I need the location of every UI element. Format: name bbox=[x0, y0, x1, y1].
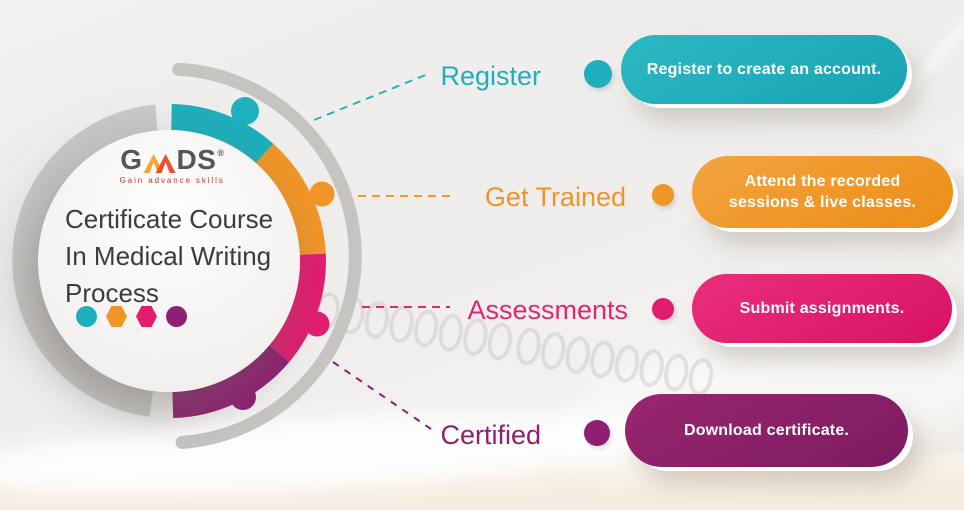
ring-segment-assessments bbox=[269, 253, 326, 362]
legend-hex-get-trained bbox=[106, 306, 127, 327]
ring-segment-certified bbox=[172, 345, 290, 418]
course-title-line-2: In Medical Writing bbox=[65, 241, 272, 271]
ring-segment-register bbox=[170, 104, 274, 164]
connector-register bbox=[313, 73, 429, 121]
step-label-register: Register bbox=[440, 61, 541, 91]
ring-segment-get-trained bbox=[255, 143, 326, 256]
hero-circle: G DS ® Gain advance skills Certificate C… bbox=[38, 130, 300, 392]
course-title-line-1: Certificate Course bbox=[65, 204, 274, 234]
gmds-logo: G DS ® Gain advance skills bbox=[119, 144, 225, 186]
ring-dot-certified bbox=[230, 384, 256, 410]
ring-dot-get-trained bbox=[309, 181, 335, 207]
legend-dot-certified bbox=[166, 306, 187, 327]
ring-dot-assessments bbox=[304, 311, 330, 337]
legend-hex-assessments bbox=[136, 306, 157, 327]
step-dot-register bbox=[584, 60, 612, 88]
connector-certified bbox=[332, 361, 432, 430]
course-title: Certificate Course In Medical Writing Pr… bbox=[65, 201, 273, 312]
logo-text-g: G bbox=[120, 144, 143, 175]
get-trained-pill-button[interactable]: Attend the recorded sessions & live clas… bbox=[692, 156, 953, 228]
assessments-pill-button[interactable]: Submit assignments. bbox=[692, 274, 952, 343]
step-label-get-trained: Get Trained bbox=[484, 182, 626, 212]
register-pill-button[interactable]: Register to create an account. bbox=[621, 35, 907, 104]
course-title-line-3: Process bbox=[65, 278, 159, 308]
step-dot-certified bbox=[584, 420, 610, 446]
ring-segment-gray bbox=[12, 104, 158, 417]
outer-arc bbox=[172, 62, 362, 449]
registered-mark: ® bbox=[217, 148, 225, 158]
ring-dot-register bbox=[231, 97, 259, 125]
logo-double-triangle-icon bbox=[143, 154, 176, 173]
certified-pill-button[interactable]: Download certificate. bbox=[625, 394, 908, 467]
step-color-legend bbox=[76, 306, 187, 327]
step-dot-assessments bbox=[652, 298, 674, 320]
logo-tagline: Gain advance skills bbox=[119, 176, 225, 185]
step-label-certified: Certified bbox=[440, 420, 541, 450]
step-label-assessments: Assessments bbox=[467, 295, 628, 325]
legend-dot-register bbox=[76, 306, 97, 327]
step-dot-get-trained bbox=[652, 184, 674, 206]
logo-text-ds: DS bbox=[176, 144, 217, 175]
